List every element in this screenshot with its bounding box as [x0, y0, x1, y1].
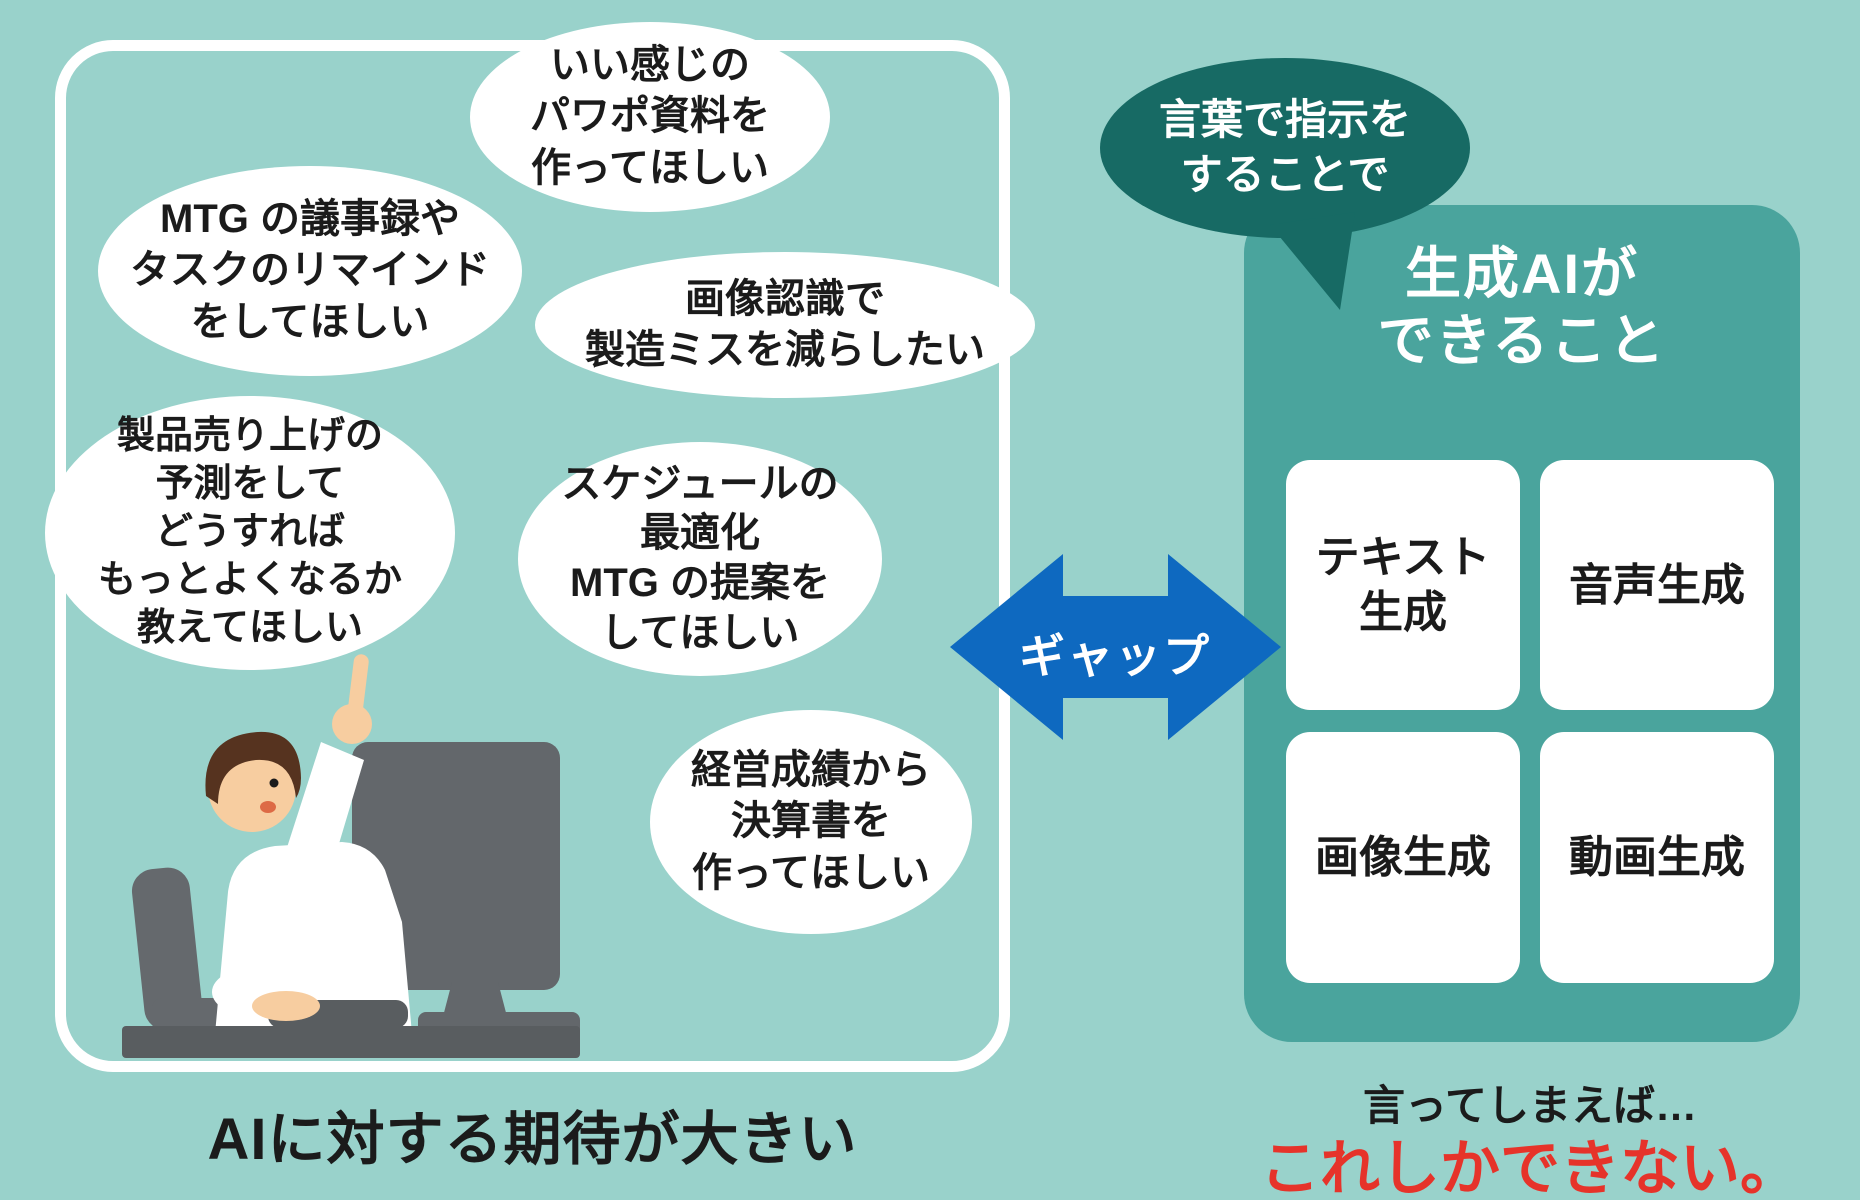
- bubble-line: 決算書を: [731, 799, 891, 844]
- bubble-line: MTG の議事録や: [160, 197, 460, 242]
- intro-bubble-tail: [1270, 212, 1355, 310]
- left-hand: [252, 991, 320, 1021]
- card-text-generation: テキスト 生成: [1286, 460, 1520, 710]
- title-line: 生成AIが: [1405, 242, 1639, 305]
- bubble-line: タスクのリマインド: [130, 248, 490, 293]
- speech-bubble-sales-forecast: 製品売り上げの 予測をして どうすれば もっとよくなるか 教えてほしい: [45, 396, 455, 670]
- bubble-line: 最適化: [640, 511, 760, 556]
- card-line: テキスト: [1315, 533, 1491, 582]
- intro-bubble-line: 言葉で指示を: [1158, 96, 1411, 144]
- card-image-generation: 画像生成: [1286, 732, 1520, 983]
- title-line: できること: [1377, 309, 1667, 373]
- raised-arm: [272, 742, 364, 914]
- speech-bubble-mtg-minutes: MTG の議事録や タスクのリマインド をしてほしい: [98, 166, 522, 376]
- genai-panel-title: 生成AIが できること: [1244, 240, 1800, 374]
- eye: [269, 778, 279, 788]
- hair: [205, 731, 301, 804]
- bubble-line: いい感じの: [550, 43, 750, 88]
- card-audio-generation: 音声生成: [1540, 460, 1774, 710]
- card-video-generation: 動画生成: [1540, 732, 1774, 983]
- bubble-line: もっとよくなるか: [97, 558, 402, 601]
- bubble-line: スケジュールの: [561, 461, 839, 506]
- gap-arrow-icon: [950, 554, 1281, 740]
- bubble-line: 予測をして: [155, 463, 345, 506]
- chair-back: [131, 867, 203, 1031]
- gap-arrow-label: ギャップ: [1019, 630, 1211, 682]
- bubble-line: 作ってほしい: [692, 850, 930, 895]
- pointing-finger: [346, 654, 369, 730]
- bubble-line: 作ってほしい: [531, 145, 769, 190]
- speech-bubble-schedule: スケジュールの 最適化 MTG の提案を してほしい: [518, 442, 882, 676]
- bubble-line: 画像認識で: [685, 276, 885, 321]
- left-caption: AIに対する期待が大きい: [207, 1107, 858, 1172]
- bubble-line: してほしい: [600, 610, 800, 655]
- bubble-line: パワポ資料を: [530, 94, 770, 139]
- speech-bubble-powerpoint: いい感じの パワポ資料を 作ってほしい: [470, 22, 830, 212]
- conclusion-text: これしかできない。: [1260, 1135, 1800, 1200]
- intro-speech-bubble: 言葉で指示を することで: [1100, 58, 1470, 238]
- bubble-line: 製造ミスを減らしたい: [585, 328, 985, 372]
- card-line: 画像生成: [1315, 833, 1491, 882]
- bubble-line: 製品売り上げの: [116, 415, 383, 458]
- intro-bubble-line: することで: [1180, 151, 1390, 198]
- person-illustration: [122, 654, 580, 1058]
- speech-bubble-image-recognition: 画像認識で 製造ミスを減らしたい: [535, 252, 1035, 398]
- card-line: 音声生成: [1569, 560, 1745, 610]
- footnote-text: 言ってしまえば…: [1363, 1082, 1697, 1129]
- bubble-line: MTG の提案を: [570, 561, 830, 605]
- monitor-icon: [352, 742, 560, 990]
- bubble-line: 経営成績から: [691, 748, 931, 793]
- bubble-line: どうすれば: [154, 511, 345, 554]
- bubble-line: 教えてほしい: [136, 606, 364, 649]
- card-line: 生成: [1359, 588, 1447, 637]
- mouth: [260, 801, 276, 813]
- desk: [122, 1026, 580, 1058]
- speech-bubble-financial-statement: 経営成績から 決算書を 作ってほしい: [650, 710, 972, 934]
- card-line: 動画生成: [1569, 833, 1745, 882]
- bubble-line: をしてほしい: [190, 299, 430, 344]
